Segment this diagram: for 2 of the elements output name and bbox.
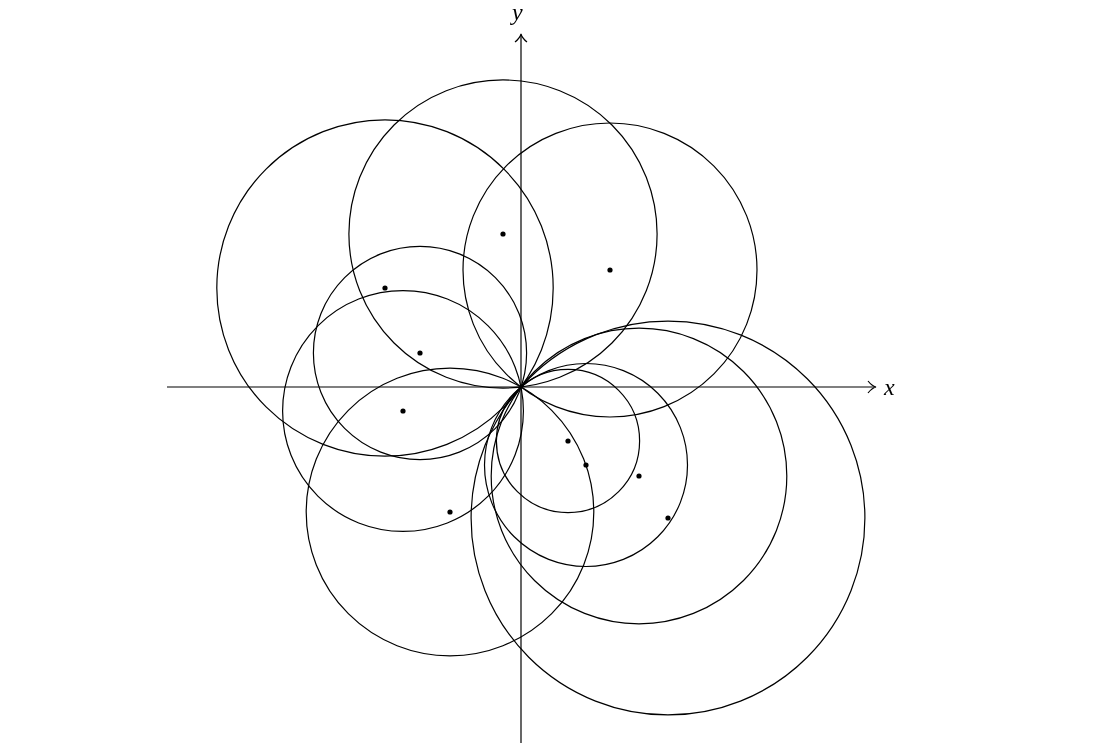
axis-label: x xyxy=(884,375,895,399)
axis-label: y xyxy=(512,0,523,24)
